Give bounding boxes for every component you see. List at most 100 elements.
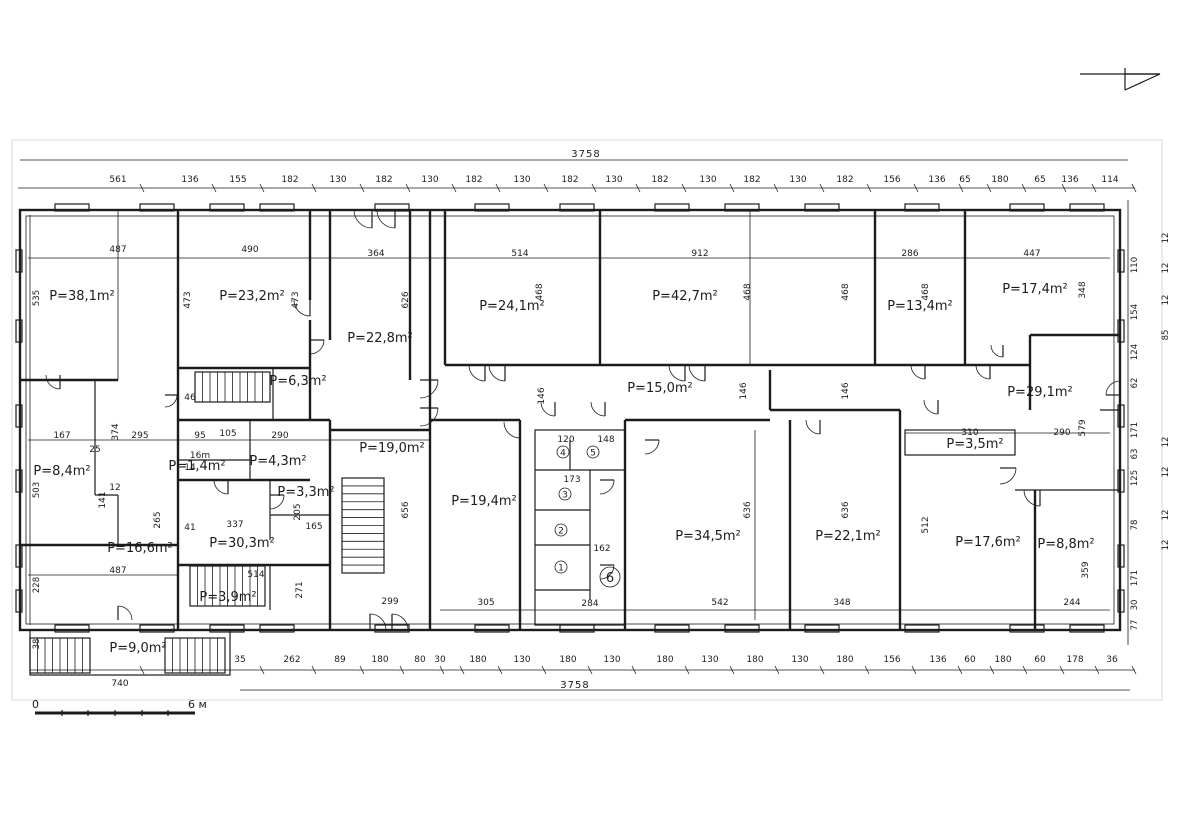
bottom-dim-label: 156	[883, 655, 900, 665]
room-dim-label: 636	[743, 501, 753, 518]
door-swing	[590, 401, 606, 417]
window	[54, 624, 90, 633]
wc-number-label: 4	[560, 449, 566, 459]
bottom-dim-label: 130	[791, 655, 808, 665]
bottom-dim-label: 130	[701, 655, 718, 665]
window	[15, 404, 23, 428]
room-dim-label: 14	[184, 463, 196, 473]
top-dim-label: 182	[561, 175, 578, 185]
top-dim-label: 182	[465, 175, 482, 185]
room-area-label: P=22,8m²	[347, 331, 413, 346]
room-dim-label: 359	[1081, 561, 1091, 578]
window	[724, 624, 760, 633]
room-area-label: P=3,5m²	[946, 437, 1003, 452]
room-dim-label: 512	[921, 516, 931, 533]
window	[1117, 469, 1125, 493]
room-dim-label: 265	[153, 511, 163, 528]
room-dim-label: 487	[109, 245, 126, 255]
top-dim-label: 130	[513, 175, 530, 185]
window	[1069, 203, 1105, 212]
room-area-label: P=23,2m²	[219, 289, 285, 304]
room-dim-label: 12	[109, 483, 120, 493]
room-area-label: P=19,0m²	[359, 441, 425, 456]
window	[374, 203, 410, 212]
room-dim-label: 487	[109, 566, 126, 576]
window	[139, 203, 175, 212]
door-swing	[309, 339, 325, 355]
right-dim-label: 171	[1130, 422, 1140, 438]
right-dim-label: 30	[1130, 600, 1140, 611]
bottom-dim-label: 180	[836, 655, 853, 665]
room-dim-label: 286	[901, 249, 918, 259]
window	[1069, 624, 1105, 633]
bottom-dim-label: 80	[414, 655, 426, 665]
room-dim-label: 348	[833, 598, 850, 608]
room-dim-label: 579	[1078, 419, 1088, 436]
window	[1117, 249, 1125, 273]
room-dim-label: 120	[557, 435, 574, 445]
room-dim-label: 148	[597, 435, 614, 445]
room-dim-label: 284	[581, 599, 598, 609]
room-dim-label: 468	[743, 283, 753, 300]
room-dim-label: 173	[563, 475, 580, 485]
door-swing	[213, 479, 229, 495]
bottom-dim-label: 180	[469, 655, 486, 665]
scale-start-label: 0	[32, 698, 39, 711]
room-dim-label: 16m	[190, 451, 210, 461]
door-swing	[599, 479, 615, 495]
bottom-dim-label: 180	[559, 655, 576, 665]
top-dim-label: 155	[229, 175, 246, 185]
window	[15, 589, 23, 613]
outer-walls	[18, 208, 1122, 632]
room-area-label: P=42,7m²	[652, 289, 718, 304]
room-dim-label: 290	[1053, 428, 1070, 438]
right-dim-label: 125	[1130, 470, 1140, 486]
bottom-dim-label: 35	[234, 655, 245, 665]
right-dim-label: 62	[1130, 378, 1140, 389]
wc-number-label: 2	[558, 527, 564, 537]
wc-number-circle	[556, 445, 570, 459]
room-dim-label: 299	[381, 597, 398, 607]
wc-number-circle	[558, 487, 572, 501]
top-dim-label: 130	[421, 175, 438, 185]
bottom-dim-label: 130	[513, 655, 530, 665]
room-dim-label: 348	[1078, 281, 1088, 298]
window	[209, 624, 245, 633]
door-swing	[805, 419, 821, 435]
bottom-dim-label: 180	[371, 655, 388, 665]
door-swing	[376, 209, 396, 229]
right-far-dim-label: 85	[1161, 330, 1171, 341]
entrance-porch	[29, 629, 231, 676]
bottom-total-label: 3758	[560, 680, 589, 691]
window	[724, 203, 760, 212]
room-dim-label: 305	[477, 598, 494, 608]
window	[15, 469, 23, 493]
room-dim-label: 514	[247, 570, 264, 580]
top-dim-label: 180	[991, 175, 1008, 185]
room-area-label: P=17,4m²	[1002, 282, 1068, 297]
window	[15, 249, 23, 273]
room-dim-label: 447	[1023, 249, 1040, 259]
room-area-label: P=29,1m²	[1007, 385, 1073, 400]
top-total-dimension: 3758	[20, 149, 1128, 161]
room-area-label: P=6,3m²	[269, 374, 326, 389]
room-area-label: P=8,8m²	[1037, 537, 1094, 552]
left-dim-label: 535	[32, 290, 42, 306]
window	[654, 203, 690, 212]
top-dim-label: 136	[181, 175, 198, 185]
bottom-dim-label: 36	[1106, 655, 1118, 665]
room-dim-label: 162	[593, 544, 610, 554]
wc-number-circle	[554, 523, 568, 537]
room-dim-label: 912	[691, 249, 708, 259]
wc-number-circle	[599, 566, 621, 588]
window	[804, 203, 840, 212]
room-area-label: P=38,1m²	[49, 289, 115, 304]
door-swing	[117, 605, 133, 621]
window	[209, 203, 245, 212]
top-dim-label: 130	[789, 175, 806, 185]
top-dim-label: 65	[1034, 175, 1045, 185]
room-area-label: P=17,6m²	[955, 535, 1021, 550]
window	[474, 624, 510, 633]
door-swing	[45, 374, 61, 390]
